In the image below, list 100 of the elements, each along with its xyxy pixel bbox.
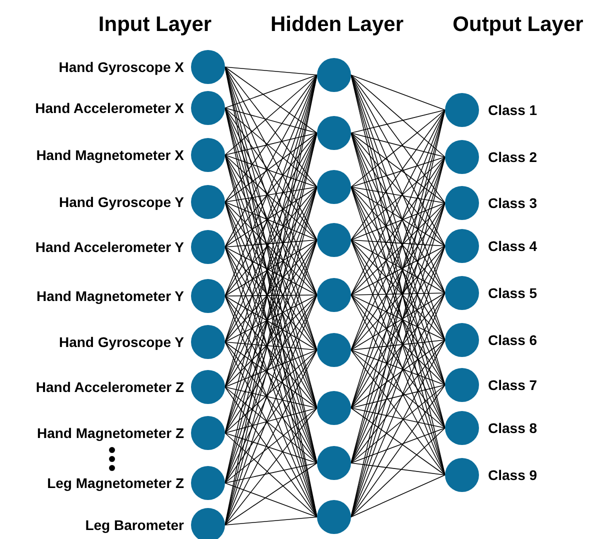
node-label: Hand Accelerometer Y — [35, 238, 184, 256]
connection-line — [350, 408, 446, 428]
connection-line — [350, 292, 446, 296]
connection-line — [224, 462, 318, 526]
node-label: Class 1 — [488, 101, 538, 119]
connection-line — [350, 186, 446, 246]
connection-line — [224, 294, 318, 388]
connection-line — [224, 74, 318, 202]
connection-line — [350, 294, 446, 428]
connection-line — [350, 474, 446, 518]
connection-line — [350, 132, 446, 246]
connection-line — [350, 186, 446, 294]
connection-line — [224, 154, 318, 240]
connection-line — [224, 408, 318, 434]
connection-line — [224, 66, 318, 188]
connection-line — [350, 74, 446, 110]
layer-title: Hidden Layer — [270, 12, 404, 38]
connection-line — [350, 202, 446, 240]
node-label: Leg Magnetometer Z — [47, 474, 184, 492]
connection-line — [224, 386, 318, 464]
connection-line — [350, 156, 446, 296]
connection-line — [224, 342, 318, 408]
node-label: Class 5 — [488, 284, 538, 302]
connection-line — [224, 296, 318, 408]
connection-line — [224, 132, 318, 156]
connection-line — [350, 186, 446, 204]
connection-line — [224, 408, 318, 526]
connection-line — [350, 294, 446, 340]
connection-line — [224, 432, 318, 518]
connection-line — [350, 292, 446, 408]
node-label: Hand Accelerometer Z — [36, 378, 184, 396]
node-label: Class 3 — [488, 194, 538, 212]
node-label: Class 6 — [488, 331, 538, 349]
connection-line — [224, 154, 318, 188]
connection-line — [224, 350, 318, 388]
connection-line — [224, 408, 318, 484]
connection-line — [224, 108, 318, 240]
connection-line — [224, 74, 318, 108]
connection-line — [224, 342, 318, 464]
connection-line — [224, 294, 318, 342]
layer-title: Output Layer — [452, 12, 584, 38]
connection-line — [224, 108, 318, 188]
connection-line — [350, 350, 446, 386]
connection-line — [350, 240, 446, 246]
connection-line — [224, 202, 318, 240]
node-label: Class 9 — [488, 466, 538, 484]
node-label: Hand Magnetometer Z — [36, 424, 184, 442]
connection-line — [350, 240, 446, 386]
connection-line — [224, 294, 318, 296]
connection-line — [224, 350, 318, 484]
connection-line — [350, 340, 446, 408]
node-label: Leg Barometer — [85, 516, 184, 534]
connection-line — [224, 132, 318, 248]
node-label: Hand Gyroscope Y — [58, 193, 184, 211]
connection-line — [350, 156, 446, 240]
layer-title: Input Layer — [98, 12, 212, 38]
connection-line — [224, 186, 318, 202]
node-label: Hand Magnetometer Y — [36, 287, 184, 305]
connection-line — [350, 74, 446, 246]
connection-line — [224, 132, 318, 202]
connection-line — [224, 186, 318, 248]
connection-line — [224, 74, 318, 156]
connection-line — [350, 428, 446, 464]
connection-line — [224, 66, 318, 76]
connection-line — [350, 132, 446, 158]
connection-line — [350, 408, 446, 476]
node-label: Class 7 — [488, 376, 538, 394]
connection-line — [350, 110, 446, 188]
connection-line — [350, 110, 446, 134]
connection-line — [350, 428, 446, 518]
connection-line — [224, 240, 318, 388]
connection-line — [350, 110, 446, 240]
connection-line — [350, 292, 446, 350]
connection-line — [224, 294, 318, 434]
node-label: Class 4 — [488, 237, 538, 255]
connection-line — [224, 108, 318, 134]
node-label: Class 2 — [488, 148, 538, 166]
connection-line — [350, 74, 446, 204]
connection-line — [224, 432, 318, 464]
connection-line — [350, 384, 446, 408]
node-label: Hand Magnetometer X — [36, 146, 184, 164]
node-label: Hand Accelerometer X — [35, 99, 184, 117]
connection-line — [224, 350, 318, 434]
node-label: Hand Gyroscope X — [58, 58, 184, 76]
connection-line — [224, 342, 318, 350]
connection-line — [350, 74, 446, 158]
connection-line — [224, 66, 318, 134]
connection-line — [350, 202, 446, 350]
connection-line — [350, 384, 446, 464]
connection-line — [224, 516, 318, 526]
connection-line — [224, 386, 318, 518]
connection-line — [350, 340, 446, 464]
connection-line — [224, 462, 318, 484]
node-label: Hand Gyroscope Y — [58, 333, 184, 351]
connection-line — [224, 240, 318, 248]
connection-line — [350, 462, 446, 476]
connection-line — [224, 482, 318, 518]
node-label: Class 8 — [488, 419, 538, 437]
connection-line — [224, 296, 318, 350]
connection-line — [350, 294, 446, 386]
